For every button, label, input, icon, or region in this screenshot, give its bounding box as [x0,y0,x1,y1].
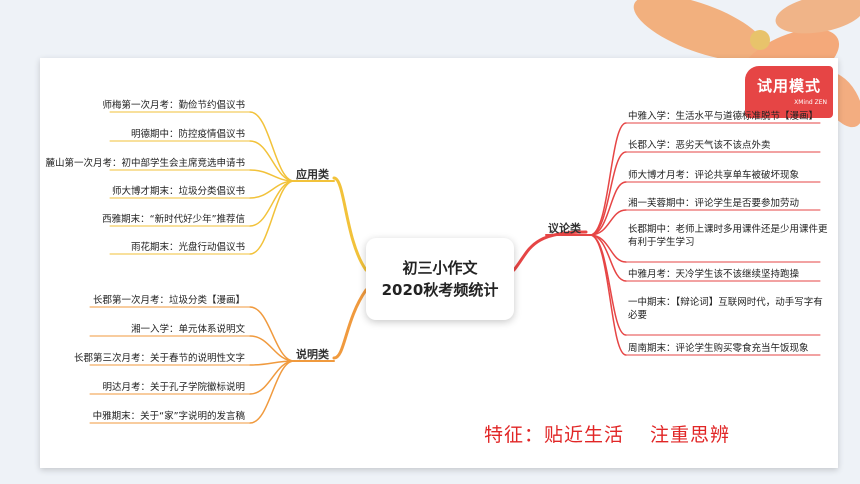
leaf-exposition-5[interactable]: 中雅期末：关于“家”字说明的发言稿 [92,411,245,422]
central-topic-line1: 初三小作文 [402,259,478,277]
leaf-exposition-1[interactable]: 长郡第一次月考：垃圾分类【漫画】 [92,295,245,306]
leaf-application-2[interactable]: 明德期中：防控疫情倡议书 [130,129,245,140]
leaf-exposition-3[interactable]: 长郡第三次月考：关于春节的说明性文字 [73,353,245,364]
leaf-argument-4[interactable]: 湘一芙蓉期中：评论学生是否要参加劳动 [628,198,800,209]
branch-application[interactable]: 应用类 [296,168,329,181]
branch-exposition[interactable]: 说明类 [296,348,329,361]
leaf-argument-8[interactable]: 周南期末：评论学生购买零食充当午饭现象 [628,343,809,354]
leaf-application-5[interactable]: 西雅期末：“新时代好少年”推荐信 [102,214,245,225]
feature-summary: 特征：贴近生活 注重思辨 [484,420,730,447]
central-topic[interactable]: 初三小作文 2020秋考频统计 [366,238,514,320]
central-topic-line2: 2020秋考频统计 [381,281,499,299]
leaf-application-1[interactable]: 师梅第一次月考：勤俭节约倡议书 [102,100,245,111]
leaf-argument-7[interactable]: 一中期末：【辩论词】互联网时代，动手写字有必要 [628,297,823,321]
leaf-argument-5[interactable]: 长郡期中：老师上课时多用课件还是少用课件更有利于学生学习 [628,224,828,248]
leaf-exposition-4[interactable]: 明达月考：关于孔子学院徽标说明 [102,382,245,393]
trial-mode-title: 试用模式 [756,77,821,95]
leaf-application-4[interactable]: 师大博才期末：垃圾分类倡议书 [111,186,245,197]
feature-part2: 注重思辨 [650,424,731,446]
leaf-application-3[interactable]: 麓山第一次月考：初中部学生会主席竞选申请书 [45,158,245,169]
branch-argument[interactable]: 议论类 [548,222,581,235]
leaf-argument-6[interactable]: 中雅月考：天冷学生该不该继续坚持跑操 [628,269,800,280]
feature-part1: 特征：贴近生活 [484,424,625,446]
trial-mode-subtitle: XMind ZEN [794,99,827,106]
leaf-application-6[interactable]: 雨花期末：光盘行动倡议书 [130,242,245,253]
leaf-argument-3[interactable]: 师大博才月考：评论共享单车被破坏现象 [628,170,800,181]
leaf-exposition-2[interactable]: 湘一入学：单元体系说明文 [130,324,245,335]
leaf-argument-2[interactable]: 长郡入学：恶劣天气该不该点外卖 [628,140,771,151]
leaf-argument-1[interactable]: 中雅入学：生活水平与道德标准脱节【漫画】 [628,111,819,122]
trial-mode-badge[interactable]: 试用模式 XMind ZEN [745,66,833,118]
